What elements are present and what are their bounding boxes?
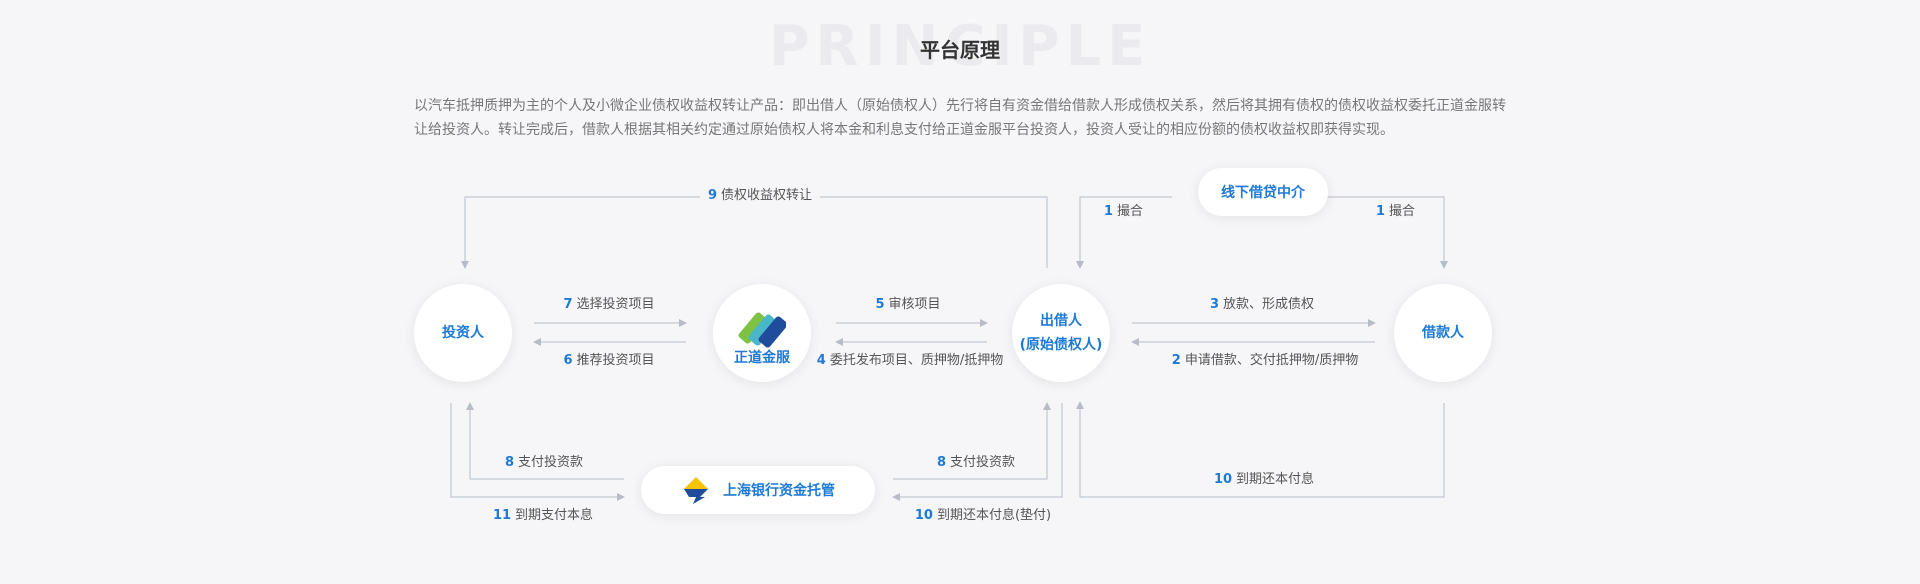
node-lender: 出借人 (原始债权人) [1012, 284, 1110, 382]
node-bank-label: 上海银行资金托管 [723, 483, 835, 499]
node-investor: 投资人 [414, 284, 512, 382]
connector-10 [1076, 401, 1445, 498]
shanghai-bank-logo-icon [684, 477, 708, 504]
connector-8-right [893, 402, 1051, 480]
connector-11 [450, 403, 625, 501]
node-borrower: 借款人 [1394, 284, 1492, 382]
node-agency-label: 线下借贷中介 [1221, 185, 1305, 201]
connector-9 [461, 196, 1048, 269]
page-title: 平台原理 [920, 38, 1000, 62]
node-borrower-label: 借款人 [1422, 325, 1464, 341]
background-watermark-word: PRINCIPLE [768, 14, 1152, 79]
connector-1-lender [1076, 196, 1172, 269]
connector-10-advance [892, 403, 1063, 501]
node-lender-label-line2: (原始债权人) [1019, 337, 1103, 353]
page-description: 以汽车抵押质押为主的个人及小微企业债权收益权转让产品：即出借人（原始债权人）先行… [414, 98, 1506, 138]
node-bank: 上海银行资金托管 [641, 466, 875, 514]
node-platform: 正道金服 [713, 284, 811, 382]
node-platform-label: 正道金服 [734, 350, 790, 366]
node-lender-label-line1: 出借人 [1040, 313, 1082, 329]
connector-1-borrower [1326, 196, 1448, 269]
zhengdao-logo-icon [738, 312, 786, 348]
node-agency: 线下借贷中介 [1198, 168, 1328, 216]
connector-8-left [466, 402, 624, 480]
node-investor-label: 投资人 [442, 325, 484, 341]
